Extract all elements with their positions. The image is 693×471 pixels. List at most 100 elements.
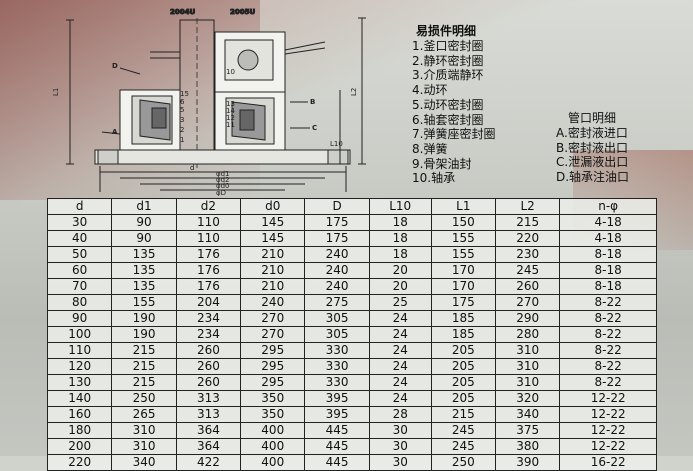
table-cell: 350 — [240, 390, 306, 407]
dim-label-l10: L10 — [330, 140, 343, 148]
table-cell: 245 — [494, 262, 561, 279]
table-cell: 205 — [430, 374, 496, 391]
table-cell: 24 — [368, 358, 432, 375]
table-cell: 8-22 — [559, 310, 657, 327]
table-header-cell: D — [304, 198, 370, 215]
part-number-15: 15 — [180, 90, 189, 98]
table-cell: 215 — [494, 214, 561, 231]
table-cell: 200 — [46, 438, 113, 455]
table-cell: 135 — [111, 246, 177, 263]
table-cell: 445 — [304, 438, 370, 455]
drawing-label-2005u: 2005U — [230, 8, 255, 16]
table-cell: 240 — [304, 262, 370, 279]
table-cell: 8-18 — [559, 262, 657, 279]
table-cell: 215 — [111, 374, 177, 391]
table-cell: 24 — [368, 342, 432, 359]
table-cell: 80 — [46, 294, 113, 311]
table-cell: 290 — [494, 310, 561, 327]
pipe-list-item: C.泄漏液出口 — [556, 155, 629, 169]
table-cell: 250 — [111, 390, 177, 407]
table-cell: 110 — [175, 230, 242, 247]
table-cell: 400 — [240, 422, 306, 439]
table-cell: 320 — [494, 390, 561, 407]
parts-list-item: 10.轴承 — [412, 171, 456, 186]
table-cell: 24 — [368, 374, 432, 391]
table-cell: 8-22 — [559, 326, 657, 343]
table-cell: 40 — [46, 230, 113, 247]
table-cell: 275 — [304, 294, 370, 311]
table-cell: 18 — [368, 246, 432, 263]
table-cell: 380 — [494, 438, 561, 455]
table-cell: 364 — [175, 438, 242, 455]
table-cell: 305 — [304, 326, 370, 343]
table-cell: 12-22 — [559, 438, 657, 455]
table-header-cell: d2 — [175, 198, 242, 215]
port-label-c: C — [312, 124, 317, 132]
pipe-list-title: 管口明细 — [568, 111, 617, 125]
table-cell: 215 — [111, 358, 177, 375]
table-cell: 310 — [494, 358, 561, 375]
part-number-13: 13 — [226, 100, 235, 108]
part-number-10: 10 — [226, 68, 235, 76]
table-cell: 155 — [430, 246, 496, 263]
table-cell: 12-22 — [559, 390, 657, 407]
table-header-cell: L10 — [368, 198, 432, 215]
table-cell: 24 — [368, 326, 432, 343]
port-label-d: D — [112, 62, 118, 70]
table-cell: 215 — [430, 406, 496, 423]
table-cell: 220 — [46, 454, 113, 471]
table-cell: 240 — [240, 294, 306, 311]
table-cell: 185 — [430, 310, 496, 327]
table-cell: 110 — [175, 214, 242, 231]
table-cell: 70 — [46, 278, 113, 295]
table-cell: 260 — [175, 358, 242, 375]
table-cell: 340 — [494, 406, 561, 423]
table-cell: 234 — [175, 326, 242, 343]
table-cell: 50 — [46, 246, 113, 263]
table-cell: 445 — [304, 454, 370, 471]
table-header-cell: d1 — [111, 198, 177, 215]
table-cell: 390 — [494, 454, 561, 471]
table-cell: 8-22 — [559, 374, 657, 391]
table-cell: 295 — [240, 358, 306, 375]
part-number-1: 1 — [180, 136, 184, 144]
drawing-label-2004u: 2004U — [170, 8, 195, 16]
table-cell: 60 — [46, 262, 113, 279]
table-cell: 234 — [175, 310, 242, 327]
table-cell: 295 — [240, 342, 306, 359]
table-cell: 145 — [240, 230, 306, 247]
table-cell: 205 — [430, 390, 496, 407]
table-cell: 12-22 — [559, 406, 657, 423]
table-cell: 445 — [304, 422, 370, 439]
table-cell: 4-18 — [559, 230, 657, 247]
table-cell: 90 — [111, 230, 177, 247]
table-cell: 270 — [240, 326, 306, 343]
table-cell: 250 — [430, 454, 496, 471]
table-cell: 260 — [494, 278, 561, 295]
table-cell: 295 — [240, 374, 306, 391]
table-cell: 395 — [304, 406, 370, 423]
table-cell: 310 — [111, 438, 177, 455]
table-cell: 8-18 — [559, 278, 657, 295]
parts-list-item: 5.动环密封圈 — [412, 97, 484, 112]
dim-label-d: d — [190, 164, 194, 172]
table-cell: 350 — [240, 406, 306, 423]
table-cell: 8-22 — [559, 294, 657, 311]
table-cell: 135 — [111, 262, 177, 279]
table-cell: 8-18 — [559, 246, 657, 263]
table-cell: 170 — [430, 278, 496, 295]
table-cell: 12-22 — [559, 422, 657, 439]
table-cell: 190 — [111, 326, 177, 343]
table-cell: 265 — [111, 406, 177, 423]
table-cell: 245 — [430, 438, 496, 455]
parts-list-item: 6.轴套密封圈 — [412, 112, 484, 127]
table-cell: 135 — [111, 278, 177, 295]
part-number-14: 14 — [226, 107, 235, 115]
table-header-cell: L2 — [494, 198, 561, 215]
table-cell: 30 — [368, 454, 432, 471]
